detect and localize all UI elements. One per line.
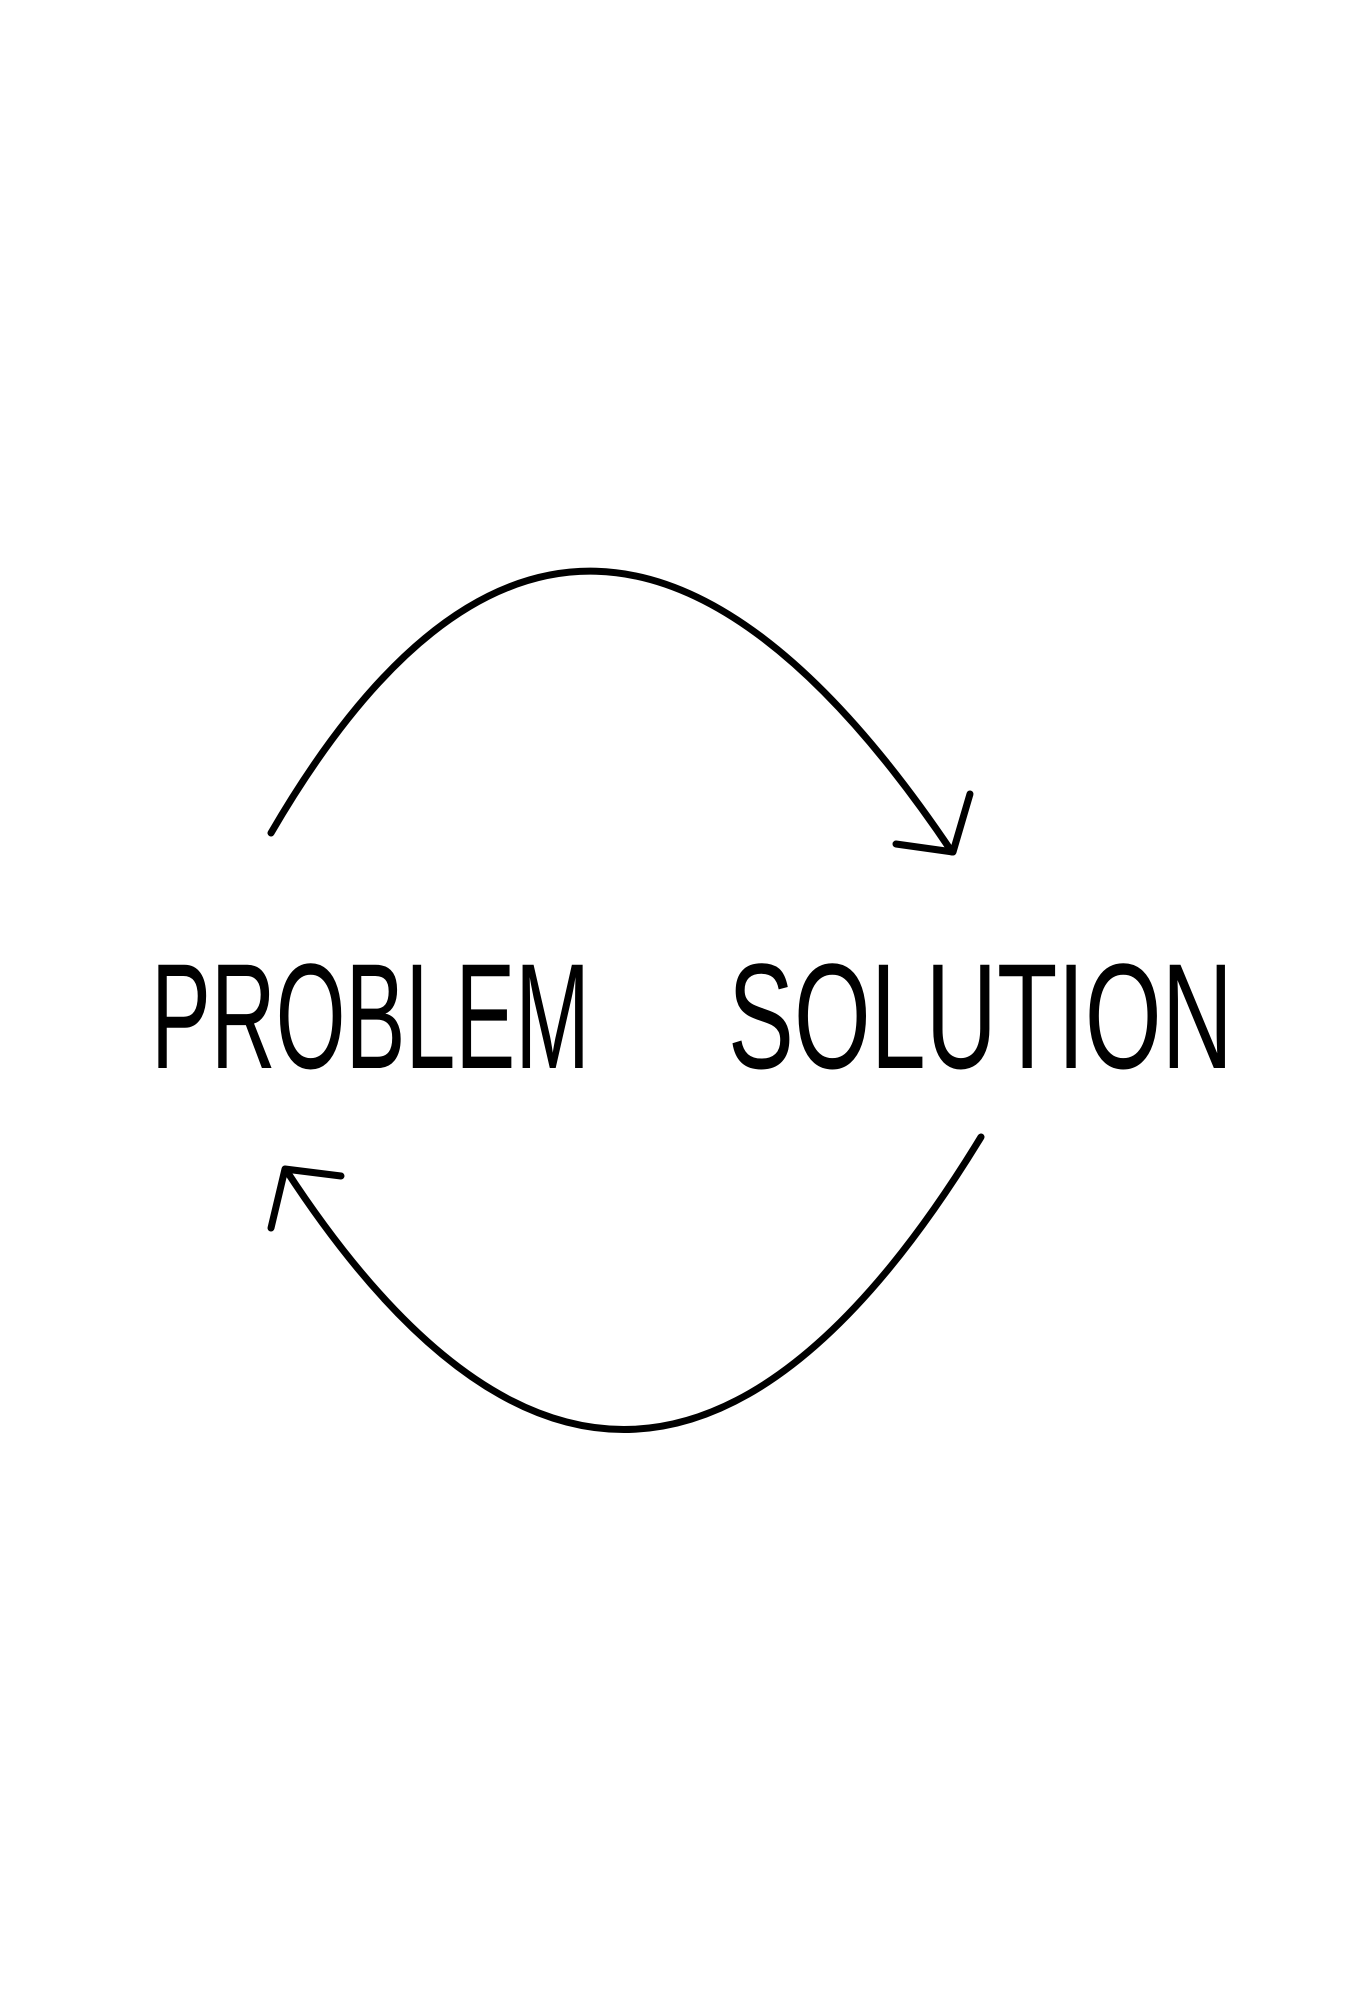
top-arrowhead-icon — [892, 790, 974, 856]
top-arrow-curve — [267, 567, 956, 856]
bottom-arrow-curve — [282, 1133, 985, 1433]
problem-label: PROBLEM — [151, 932, 590, 1100]
bottom-arrowhead-icon — [267, 1165, 345, 1232]
solution-label: SOLUTION — [728, 932, 1233, 1100]
